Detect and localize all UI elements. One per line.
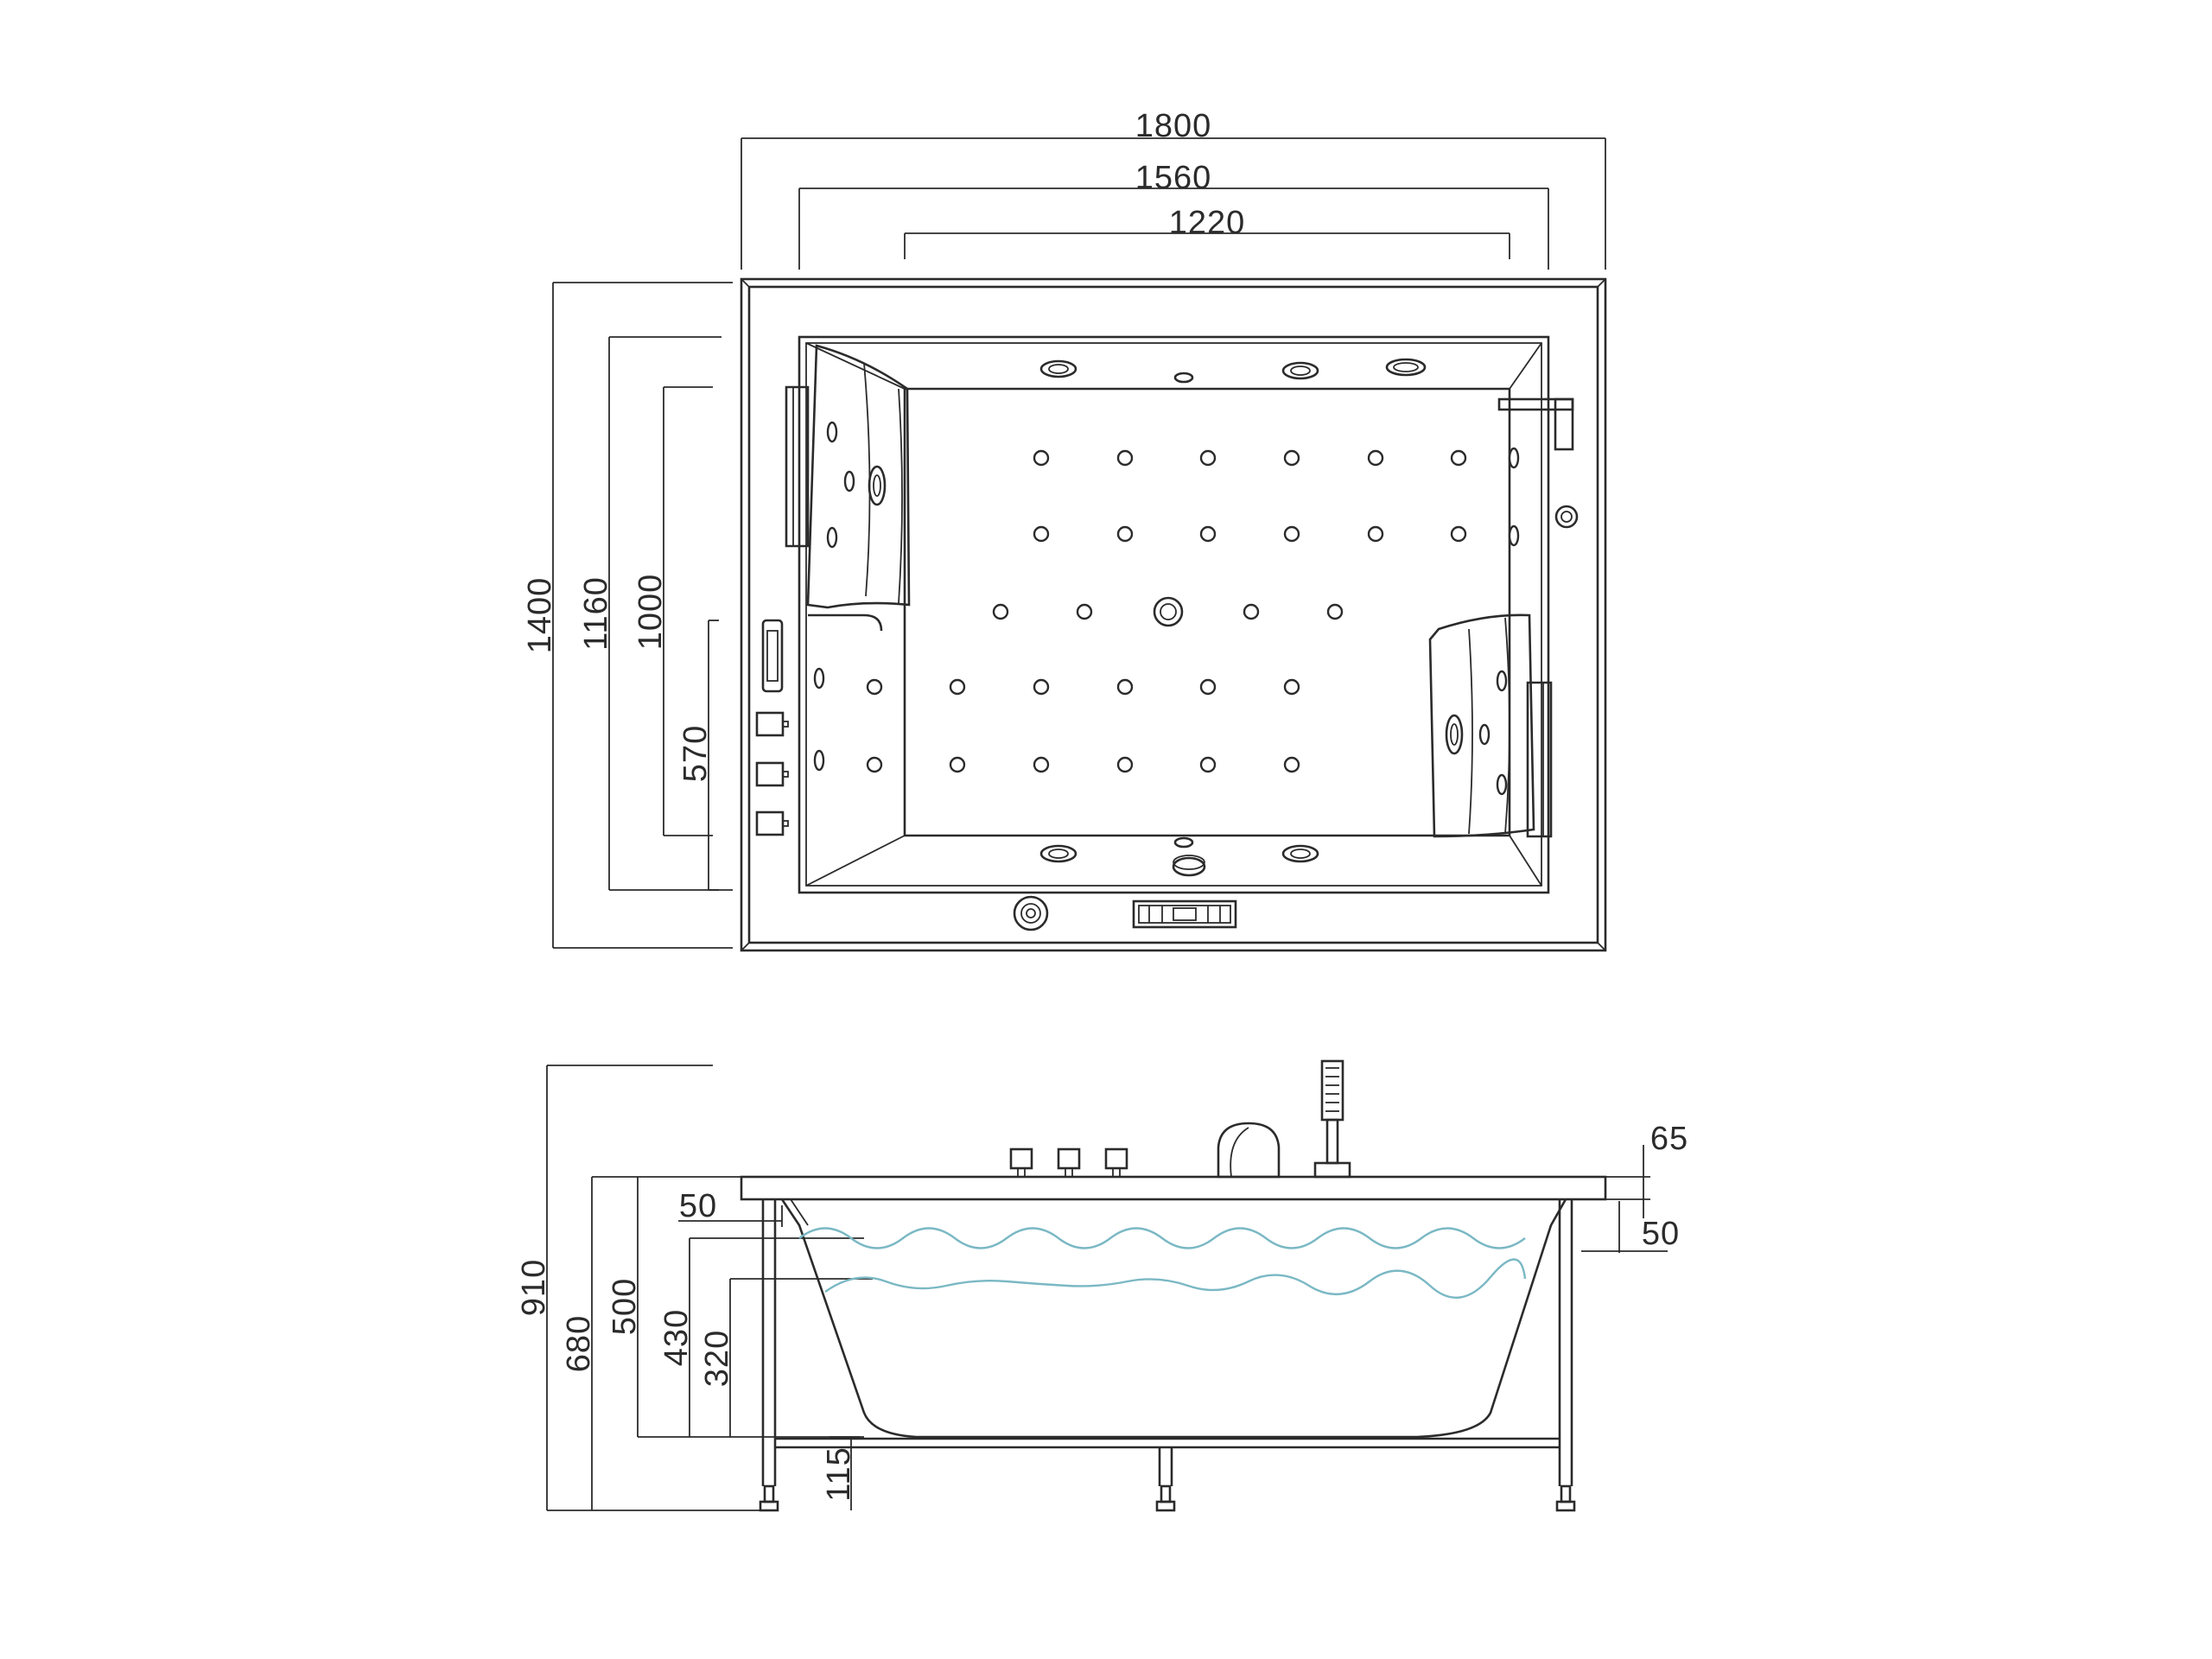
dim-320: 320 [699, 1278, 873, 1437]
dim-label-570: 570 [677, 725, 714, 782]
dim-label-1160: 1160 [578, 576, 614, 651]
dim-50-right: 50 [1581, 1201, 1680, 1253]
seat-jets-left [813, 421, 887, 772]
dim-1800: 1800 [741, 108, 1606, 270]
handshower-holder [761, 619, 784, 693]
dim-label-320: 320 [699, 1330, 735, 1387]
dim-1400: 1400 [522, 282, 733, 949]
dim-label-50-right: 50 [1642, 1216, 1680, 1252]
tub-inner-basin [798, 335, 1550, 894]
dim-680: 680 [561, 1176, 741, 1510]
dim-115: 115 [821, 1436, 860, 1510]
dim-label-680: 680 [561, 1315, 597, 1372]
water-wave-lower [824, 1258, 1527, 1299]
wall-jets-top [1039, 358, 1427, 384]
spout [1497, 397, 1574, 451]
dim-label-50-left: 50 [679, 1188, 717, 1224]
side-view: 910 680 500 430 320 50 [516, 1059, 1688, 1512]
dim-label-910: 910 [516, 1259, 552, 1316]
dim-910: 910 [516, 1065, 769, 1511]
top-view: 1800 1560 1220 1400 1160 [522, 108, 1607, 952]
dim-label-1400: 1400 [522, 577, 558, 654]
dim-1220: 1220 [904, 205, 1510, 259]
dim-1160: 1160 [578, 336, 733, 891]
dim-label-500: 500 [607, 1278, 643, 1335]
side-rim [740, 1175, 1607, 1201]
spout-side [1217, 1122, 1281, 1179]
valve-knob-2 [755, 761, 789, 787]
seat-jets-right [1445, 447, 1520, 796]
side-tub-body [780, 1198, 1567, 1439]
dim-570: 570 [677, 620, 719, 891]
dim-label-1560: 1560 [1135, 160, 1212, 196]
dim-label-115: 115 [821, 1446, 857, 1502]
tub-outer-rim [740, 277, 1607, 952]
dim-label-1220: 1220 [1169, 205, 1246, 241]
dim-430: 430 [658, 1237, 864, 1437]
right-seat [1428, 613, 1553, 838]
dim-500: 500 [607, 1177, 864, 1438]
shower-head-texture [1325, 1067, 1339, 1112]
dim-50-left: 50 [678, 1188, 783, 1227]
water-wave-upper [798, 1227, 1526, 1249]
dim-label-430: 430 [658, 1309, 695, 1366]
valve-knob-1 [755, 711, 789, 737]
dim-1560: 1560 [798, 160, 1549, 270]
wall-jets-bottom [1039, 836, 1319, 863]
floor-jets [866, 449, 1467, 773]
side-frame [761, 1199, 1573, 1486]
control-panel [1132, 899, 1237, 929]
dim-label-65: 65 [1650, 1121, 1688, 1157]
left-seat [785, 344, 911, 632]
overflow-right [1554, 505, 1579, 529]
dim-label-1000: 1000 [632, 574, 669, 651]
drain [1172, 855, 1206, 877]
handshower-side [1313, 1059, 1351, 1179]
valve-handles-side [1009, 1147, 1128, 1178]
dim-label-1800: 1800 [1135, 108, 1212, 144]
dim-1000: 1000 [632, 386, 713, 836]
adjustable-feet [759, 1484, 1576, 1512]
dim-65: 65 [1605, 1121, 1688, 1218]
valve-knob-3 [755, 810, 789, 836]
overflow-drain [1013, 895, 1049, 931]
